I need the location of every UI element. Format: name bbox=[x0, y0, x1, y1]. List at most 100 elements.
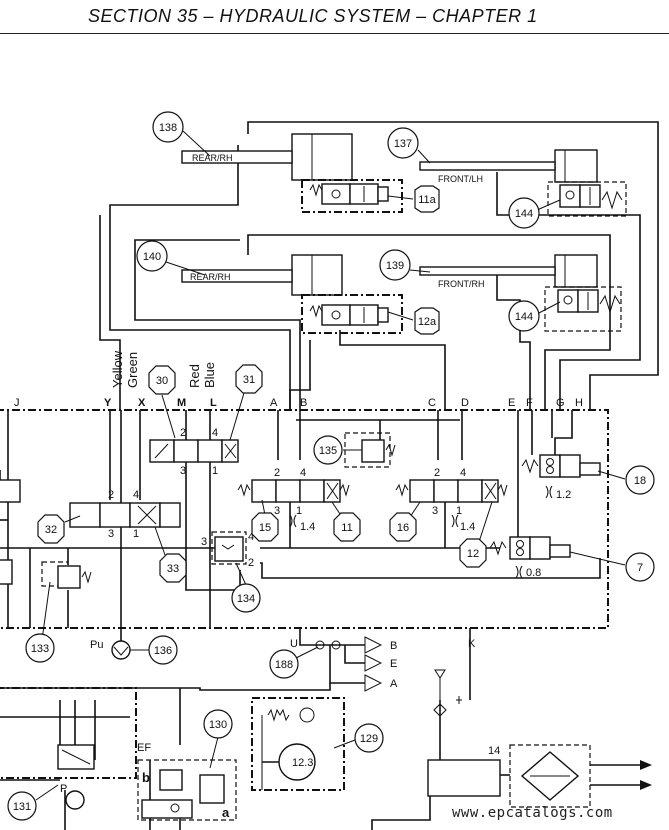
callout-33: 33 bbox=[159, 553, 187, 583]
callout-134: 134 bbox=[231, 583, 261, 613]
hydraulic-line bbox=[496, 172, 641, 410]
svg-text:144: 144 bbox=[515, 208, 533, 220]
svg-text:30: 30 bbox=[156, 375, 168, 387]
spool-port-12-2: 2 bbox=[434, 467, 440, 479]
svg-text:131: 131 bbox=[13, 801, 31, 813]
cylinder-label-rear-rh: REAR/RH bbox=[192, 153, 233, 163]
spool-port-134-2: 2 bbox=[248, 557, 254, 569]
callout-138: 138 bbox=[152, 111, 184, 143]
callout-15: 15 bbox=[251, 512, 279, 542]
lock-valve-144-upper bbox=[547, 181, 627, 217]
hydraulic-line bbox=[299, 628, 330, 646]
svg-text:144: 144 bbox=[515, 311, 533, 323]
spool-valve-30: 2 4 3 1 bbox=[149, 427, 239, 477]
svg-text:129: 129 bbox=[360, 733, 378, 745]
spool-valve-11: 2 4 3 1 bbox=[237, 467, 350, 517]
spool-port-30-3: 3 bbox=[180, 465, 186, 477]
page-header: SECTION 35 – HYDRAULIC SYSTEM – CHAPTER … bbox=[0, 0, 669, 36]
callout-133: 133 bbox=[25, 633, 55, 663]
callout-12: 12 bbox=[459, 538, 487, 568]
callout-139: 139 bbox=[379, 249, 411, 281]
wire-label-blue: Blue bbox=[202, 362, 217, 388]
spool-port-12-3: 3 bbox=[432, 505, 438, 517]
svg-text:12: 12 bbox=[467, 548, 479, 560]
callout-11: 11 bbox=[333, 512, 361, 542]
spool-port-12-1: 1 bbox=[456, 505, 462, 517]
hydraulic-line bbox=[371, 795, 431, 830]
wire-label-red: Red bbox=[187, 364, 202, 388]
restrictor-value-1: 1.4 bbox=[300, 521, 315, 533]
spool-port-134-4: 4 bbox=[248, 531, 254, 543]
control-valve-block bbox=[0, 409, 609, 629]
svg-text:11a: 11a bbox=[418, 194, 436, 206]
port-letter-x: X bbox=[138, 397, 146, 409]
svg-text:139: 139 bbox=[386, 260, 404, 272]
svg-text:130: 130 bbox=[209, 719, 227, 731]
valve-left-edge-2 bbox=[0, 559, 13, 585]
svg-text:133: 133 bbox=[31, 643, 49, 655]
port-letter-m: M bbox=[177, 397, 186, 409]
hydraulic-line bbox=[247, 234, 611, 410]
restrictor-18: 1.2 bbox=[545, 485, 571, 501]
restrictor-16: 1.4 bbox=[451, 514, 475, 533]
callout-129: 129 bbox=[354, 723, 384, 753]
port-letter-h: H bbox=[575, 397, 583, 409]
priority-valve-ef: EF P bbox=[0, 687, 151, 810]
header-rule bbox=[0, 33, 669, 34]
callout-136: 136 bbox=[148, 635, 178, 665]
valve-18 bbox=[521, 454, 601, 478]
outlet-a: A bbox=[390, 678, 398, 690]
hydraulic-line bbox=[0, 683, 331, 691]
reservoir-14: 14 bbox=[427, 669, 501, 797]
pump-circuit-129 bbox=[251, 697, 345, 791]
cylinder-138: REAR/RH bbox=[181, 133, 353, 181]
svg-text:7: 7 bbox=[637, 562, 643, 574]
svg-text:15: 15 bbox=[259, 522, 271, 534]
valve-bank-130: b a bbox=[137, 759, 237, 821]
svg-text:140: 140 bbox=[143, 251, 161, 263]
svg-text:188: 188 bbox=[275, 659, 293, 671]
filter bbox=[509, 744, 652, 808]
lock-valve-12a bbox=[301, 294, 403, 334]
callout-131: 131 bbox=[7, 791, 37, 821]
port-letter-d: D bbox=[461, 397, 469, 409]
hydraulic-line bbox=[554, 410, 573, 455]
valve-left-edge-1 bbox=[0, 479, 21, 503]
svg-text:135: 135 bbox=[319, 445, 337, 457]
callout-140: 140 bbox=[136, 240, 168, 272]
valve-7 bbox=[489, 536, 571, 560]
label-14: 14 bbox=[488, 745, 500, 757]
callout-7: 7 bbox=[625, 552, 655, 582]
pump-displacement: 12.3 bbox=[292, 757, 313, 769]
cylinder-139: FRONT/RH bbox=[419, 254, 598, 289]
spool-port-134-3: 3 bbox=[201, 536, 207, 548]
cylinder-137: FRONT/LH bbox=[419, 149, 598, 184]
hydraulic-line bbox=[344, 645, 365, 664]
svg-text:33: 33 bbox=[167, 563, 179, 575]
callout-188: 188 bbox=[269, 649, 299, 679]
leader-lines bbox=[35, 130, 626, 801]
hydraulic-line bbox=[329, 645, 365, 684]
spool-valve-32: 2 4 3 1 bbox=[69, 489, 181, 540]
hydraulic-line bbox=[247, 121, 659, 410]
svg-text:11: 11 bbox=[341, 522, 352, 534]
port-letter-j: J bbox=[14, 397, 20, 409]
spool-port-11-4: 4 bbox=[300, 467, 306, 479]
cylinder-label-rear-rh-2: REAR/RH bbox=[190, 272, 231, 282]
callout-31: 31 bbox=[235, 364, 263, 394]
section-title: SECTION 35 – HYDRAULIC SYSTEM – CHAPTER … bbox=[88, 6, 538, 26]
svg-text:138: 138 bbox=[159, 122, 177, 134]
svg-text:18: 18 bbox=[634, 475, 646, 487]
callout-144-upper: 144 bbox=[508, 197, 540, 229]
port-letter-g: G bbox=[556, 397, 565, 409]
callout-12a: 12a bbox=[414, 307, 440, 335]
callout-135: 135 bbox=[313, 435, 343, 465]
spool-port-30-1: 1 bbox=[212, 465, 218, 477]
hydraulic-line bbox=[289, 340, 311, 410]
lock-valve-144-lower bbox=[544, 286, 622, 332]
callout-32: 32 bbox=[37, 514, 65, 544]
spool-port-11-1: 1 bbox=[296, 505, 302, 517]
hydraulic-line bbox=[185, 462, 241, 591]
hydraulic-line bbox=[260, 558, 601, 579]
svg-text:134: 134 bbox=[237, 593, 255, 605]
